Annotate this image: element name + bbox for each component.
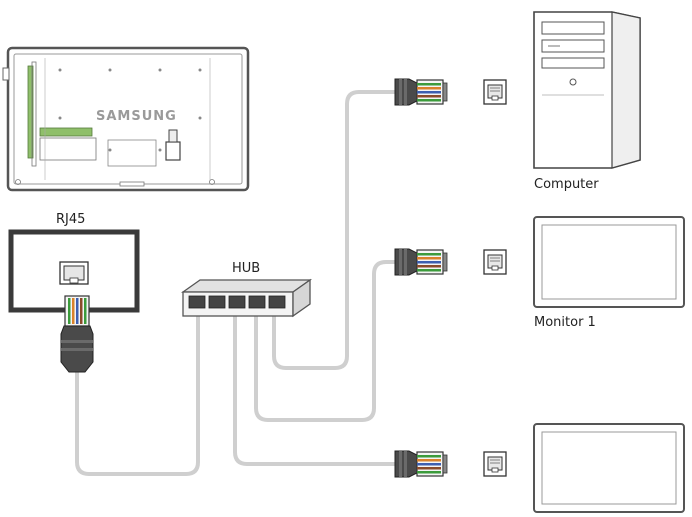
cable-hub-to-computer bbox=[272, 90, 395, 370]
lan-port-icon bbox=[165, 141, 181, 161]
label-computer: Computer bbox=[534, 177, 599, 192]
label-rj45: RJ45 bbox=[56, 212, 85, 227]
rj45-plug-vertical bbox=[60, 295, 94, 373]
monitor-2 bbox=[533, 423, 685, 513]
label-hub: HUB bbox=[232, 261, 260, 276]
jack-monitor1 bbox=[483, 249, 507, 275]
hub-port-icon bbox=[188, 295, 286, 309]
jack-monitor2 bbox=[483, 451, 507, 477]
label-monitor-1: Monitor 1 bbox=[534, 315, 596, 330]
jack-computer bbox=[483, 79, 507, 105]
network-hub bbox=[180, 278, 313, 318]
cable-hub-to-monitor2 bbox=[233, 312, 395, 466]
plug-to-monitor2 bbox=[394, 450, 448, 478]
computer-tower bbox=[533, 11, 641, 169]
monitor-1 bbox=[533, 216, 685, 308]
cable-hub-to-monitor1 bbox=[254, 260, 395, 422]
plug-to-computer bbox=[394, 78, 448, 106]
plug-to-monitor1 bbox=[394, 248, 448, 276]
samsung-display-rear: SAMSUNG bbox=[2, 46, 250, 192]
cable-display-to-hub bbox=[75, 312, 200, 476]
samsung-logo: SAMSUNG bbox=[96, 109, 177, 124]
